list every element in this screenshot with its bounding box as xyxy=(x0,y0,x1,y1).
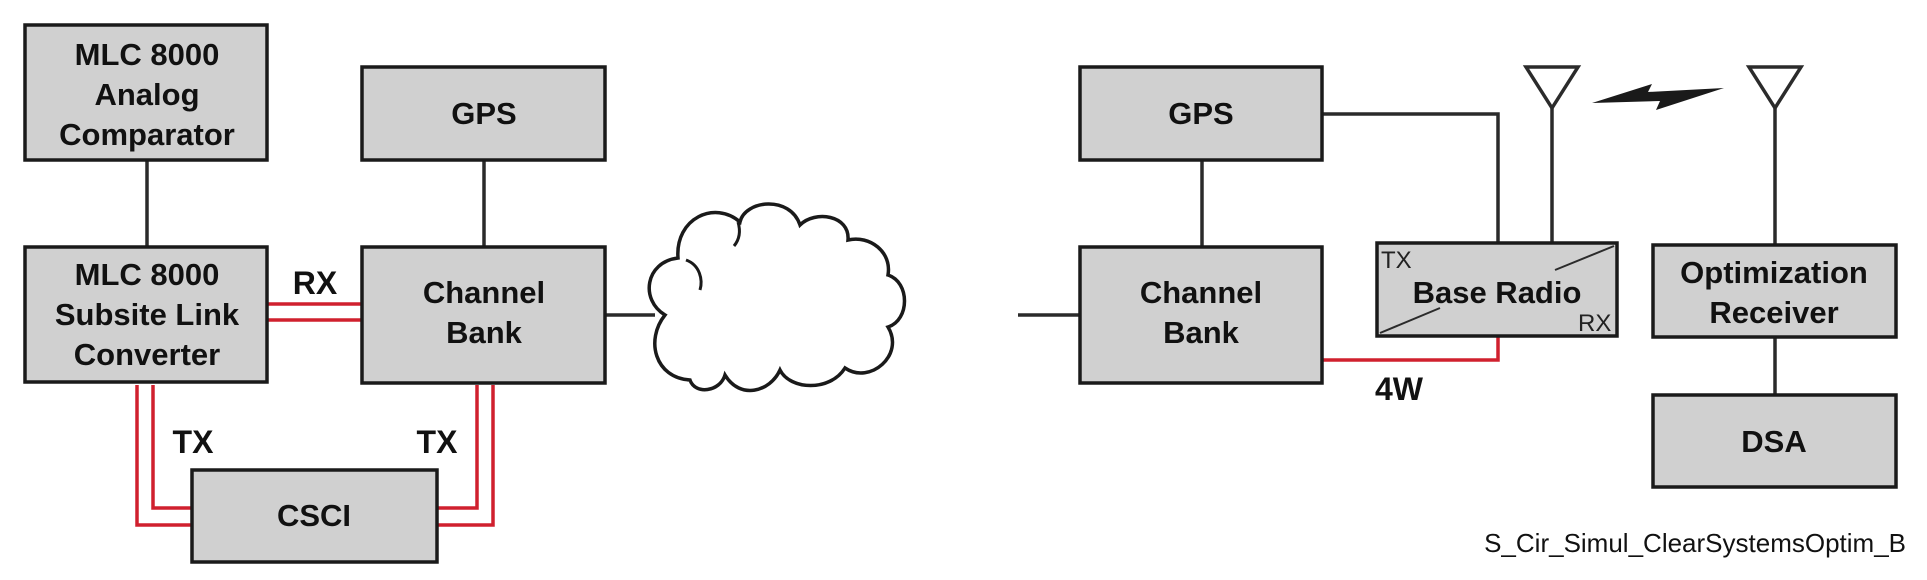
network-cloud xyxy=(647,202,907,393)
rf-link-lightning-icon xyxy=(1592,84,1724,110)
node-label-line: Comparator xyxy=(59,117,235,152)
node-label-line: Optimization xyxy=(1680,255,1868,290)
node-label-line: Subsite Link xyxy=(55,297,240,332)
base-radio-label: Base Radio xyxy=(1413,275,1582,310)
wire-gps-to-base-radio xyxy=(1322,112,1500,243)
node-label-line: GPS xyxy=(1168,96,1233,131)
tx-link-line xyxy=(437,385,479,510)
figure-caption: S_Cir_Simul_ClearSystemsOptim_B xyxy=(1484,528,1906,558)
channel-bank-right-box: Channel Bank xyxy=(1078,245,1324,385)
node-label-line: Converter xyxy=(74,337,220,372)
gps-right-box: GPS xyxy=(1078,65,1324,162)
node-label-line: Channel xyxy=(1140,275,1262,310)
node-label-line: GPS xyxy=(451,96,516,131)
base-radio-divider xyxy=(1379,307,1441,334)
optimization-receiver-box: Optimization Receiver xyxy=(1651,243,1898,339)
node-label-line: Bank xyxy=(1163,315,1240,350)
cloud-detail xyxy=(732,221,741,247)
analog-comparator-box: MLC 8000 Analog Comparator xyxy=(23,23,269,162)
tx-link-label-right: TX xyxy=(417,424,459,460)
base-radio-divider xyxy=(1554,245,1615,271)
rx-link-label: RX xyxy=(293,265,338,301)
four-wire-link-line xyxy=(1322,336,1500,362)
antenna-icon xyxy=(1745,65,1805,112)
node-label-line: Receiver xyxy=(1709,295,1838,330)
channel-bank-left-box: Channel Bank xyxy=(360,245,607,385)
tx-link-line xyxy=(151,385,192,510)
gps-left-box: GPS xyxy=(360,65,607,162)
node-label-line: CSCI xyxy=(277,498,351,533)
node-label-line: MLC 8000 xyxy=(75,37,220,72)
tx-link-label-left: TX xyxy=(173,424,215,460)
base-radio-tx-label: TX xyxy=(1381,247,1412,274)
base-radio-rx-label: RX xyxy=(1578,310,1611,337)
base-radio-box: TX RX Base Radio xyxy=(1375,241,1619,338)
dsa-box: DSA xyxy=(1651,393,1898,489)
node-label-line: Bank xyxy=(446,315,523,350)
tx-link-line xyxy=(437,385,495,527)
tx-link-line xyxy=(135,385,192,527)
subsite-link-converter-box: MLC 8000 Subsite Link Converter xyxy=(23,245,269,384)
node-label-line: Channel xyxy=(423,275,545,310)
four-wire-link-label: 4W xyxy=(1375,371,1424,407)
antenna-icon xyxy=(1522,65,1582,112)
node-label-line: DSA xyxy=(1741,424,1806,459)
cloud-detail xyxy=(685,258,703,291)
csci-box: CSCI xyxy=(190,468,439,564)
node-label-line: MLC 8000 xyxy=(75,257,220,292)
node-label-line: Analog xyxy=(94,77,199,112)
